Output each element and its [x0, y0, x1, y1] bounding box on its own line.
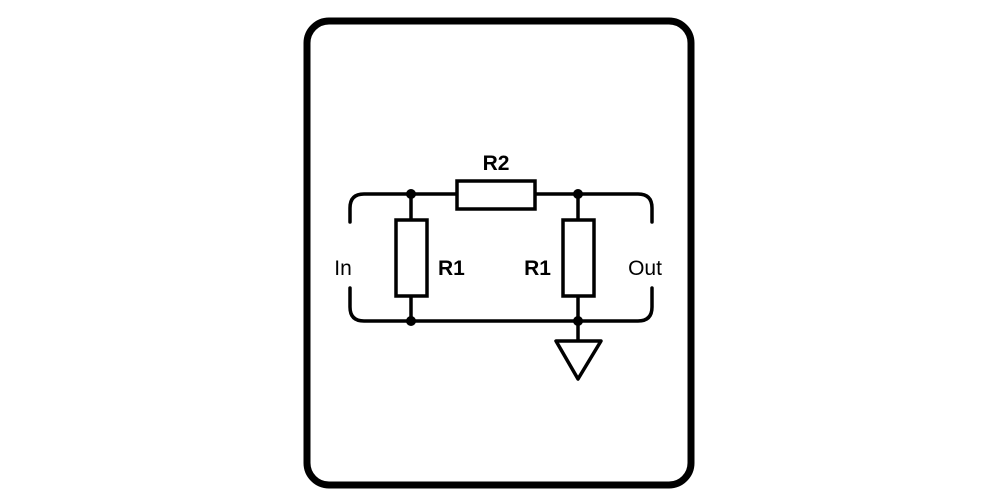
top-wire-right: [533, 192, 654, 224]
bottom-wire: [348, 286, 654, 323]
resistor-r2: [455, 179, 537, 211]
label-input: In: [334, 257, 352, 280]
junction-node: [573, 189, 583, 199]
junction-node: [406, 316, 416, 326]
junction-node: [406, 189, 416, 199]
label-r1-left: R1: [438, 257, 465, 280]
label-r2: R2: [483, 152, 510, 175]
label-output: Out: [628, 257, 662, 280]
label-r1-right: R1: [524, 257, 551, 280]
resistor-r1-right: [561, 218, 596, 298]
top-wire-left: [348, 192, 458, 224]
ground-icon: [554, 339, 603, 381]
junction-node: [573, 316, 583, 326]
diagram-frame: [303, 17, 695, 489]
resistor-r1-left: [394, 218, 429, 298]
